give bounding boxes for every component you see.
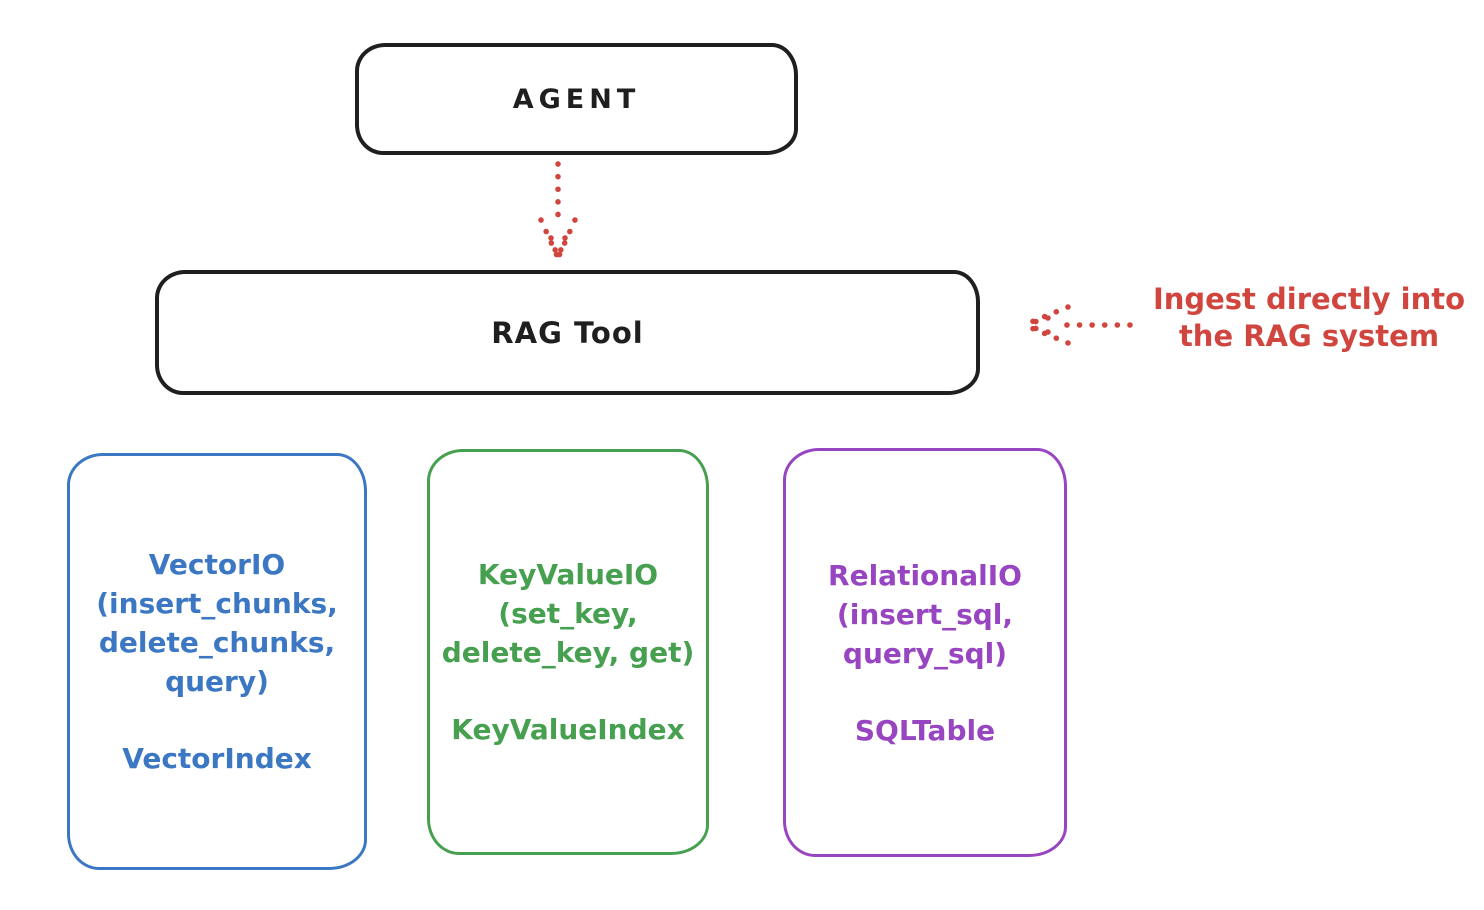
relational-io-node: RelationalIO (insert_sql, query_sql) SQL… — [783, 448, 1067, 857]
agent-to-rag-tool-arrow-icon — [538, 161, 578, 261]
relational-io-line: RelationalIO — [828, 558, 1022, 592]
relational-io-methods: RelationalIO (insert_sql, query_sql) — [828, 556, 1022, 673]
rag-tool-node: RAG Tool — [155, 270, 980, 395]
vector-io-line: (insert_chunks, — [96, 587, 338, 620]
sql-table-label: SQLTable — [854, 713, 996, 747]
annotation-to-rag-tool-arrow-icon — [1021, 304, 1133, 346]
annotation-text: Ingest directly into the RAG system — [1135, 281, 1483, 355]
agent-node: AGENT — [355, 43, 798, 155]
vector-io-line: VectorIO — [148, 548, 286, 581]
vector-io-methods: VectorIO (insert_chunks, delete_chunks, … — [96, 545, 338, 701]
annotation-line-2: the RAG system — [1178, 319, 1440, 353]
agent-label: AGENT — [512, 83, 641, 115]
vector-index-label: VectorIndex — [122, 742, 312, 775]
annotation-line-1: Ingest directly into — [1152, 282, 1466, 316]
vector-io-line: query) — [165, 665, 269, 698]
keyvalue-io-line: KeyValueIO — [477, 558, 659, 591]
keyvalue-io-methods: KeyValueIO (set_key, delete_key, get) — [442, 555, 695, 672]
keyvalue-io-line: delete_key, get) — [441, 636, 695, 669]
vector-io-line: delete_chunks, — [98, 626, 336, 659]
relational-io-line: query_sql) — [842, 636, 1008, 670]
rag-tool-label: RAG Tool — [491, 315, 644, 350]
relational-io-line: (insert_sql, — [836, 597, 1014, 631]
keyvalue-index-label: KeyValueIndex — [451, 713, 685, 746]
keyvalue-io-node: KeyValueIO (set_key, delete_key, get) Ke… — [427, 449, 709, 855]
vector-io-node: VectorIO (insert_chunks, delete_chunks, … — [67, 453, 367, 870]
keyvalue-io-line: (set_key, — [498, 597, 638, 630]
